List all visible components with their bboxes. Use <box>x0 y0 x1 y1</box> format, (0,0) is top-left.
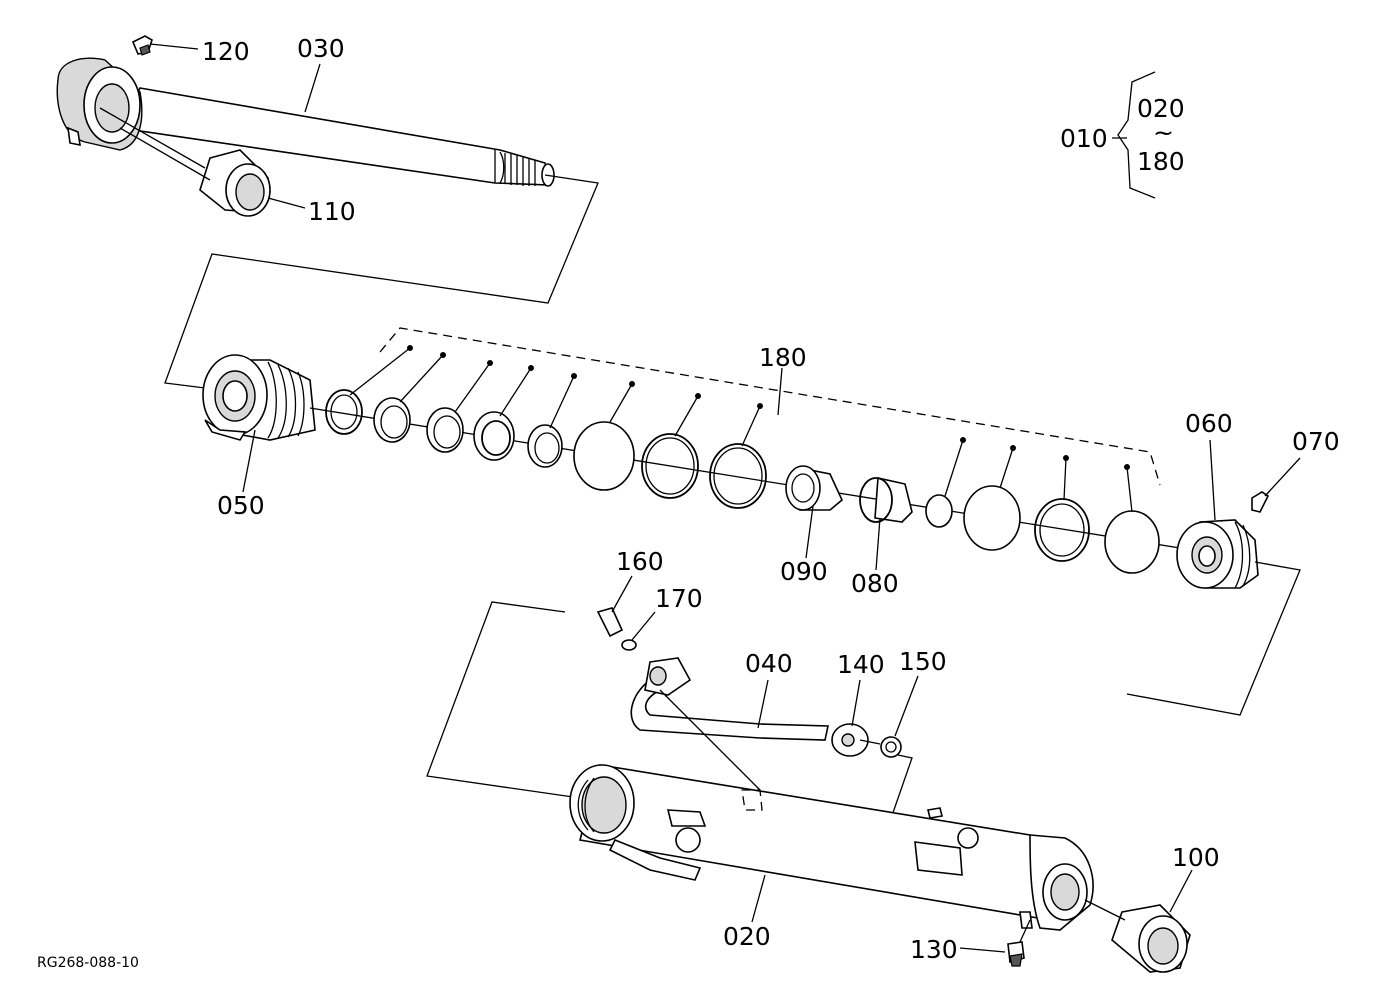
grease-nipple-130 <box>1007 941 1025 967</box>
bushing-090 <box>785 465 843 511</box>
label-130: 130 <box>910 935 958 964</box>
label-080: 080 <box>851 569 899 598</box>
seal-rings <box>325 389 767 509</box>
rod-cover-050 <box>202 354 316 441</box>
bushing-100 <box>1111 904 1191 973</box>
label-140: 140 <box>837 650 885 679</box>
kit-leaders <box>349 345 1133 513</box>
label-range-tilde: ~ <box>1153 118 1174 147</box>
figure-reference-code: RG268-088-10 <box>37 955 139 971</box>
label-120: 120 <box>202 37 250 66</box>
ring-150 <box>880 736 902 758</box>
bushing-110 <box>199 149 271 217</box>
bolt-160 <box>596 607 624 638</box>
label-030: 030 <box>297 34 345 63</box>
label-070: 070 <box>1292 427 1340 456</box>
label-010: 010 <box>1060 124 1108 153</box>
piston-grooves <box>1234 521 1251 589</box>
label-160: 160 <box>616 547 664 576</box>
label-020: 020 <box>723 922 771 951</box>
seal-ring-small <box>925 494 953 528</box>
cover-grooves <box>267 361 305 439</box>
label-100: 100 <box>1172 843 1220 872</box>
hose-040 <box>630 657 829 741</box>
kit-bracket <box>1112 71 1156 199</box>
label-090: 090 <box>780 557 828 586</box>
set-screw-070 <box>1251 491 1270 513</box>
label-180-range-end: 180 <box>1137 147 1185 176</box>
rod-thread <box>504 153 536 186</box>
hose-port-hidden-line <box>741 789 763 811</box>
label-020-range-start: 020 <box>1137 94 1185 123</box>
piston-060 <box>1176 519 1259 589</box>
label-040: 040 <box>745 649 793 678</box>
label-060: 060 <box>1185 409 1233 438</box>
seal-kit-bracket-line <box>379 327 1161 486</box>
grease-nipple-120 <box>131 35 153 56</box>
piston-seals <box>963 485 1160 574</box>
washer-140 <box>831 723 869 757</box>
washer-170 <box>621 639 637 651</box>
cylinder-tube-020 <box>569 764 1094 931</box>
label-170: 170 <box>655 584 703 613</box>
bushing-080 <box>859 477 913 523</box>
label-110: 110 <box>308 197 356 226</box>
label-150: 150 <box>899 647 947 676</box>
label-050: 050 <box>217 491 265 520</box>
label-180-seal-kit: 180 <box>759 343 807 372</box>
piston-rod-030 <box>56 57 555 187</box>
